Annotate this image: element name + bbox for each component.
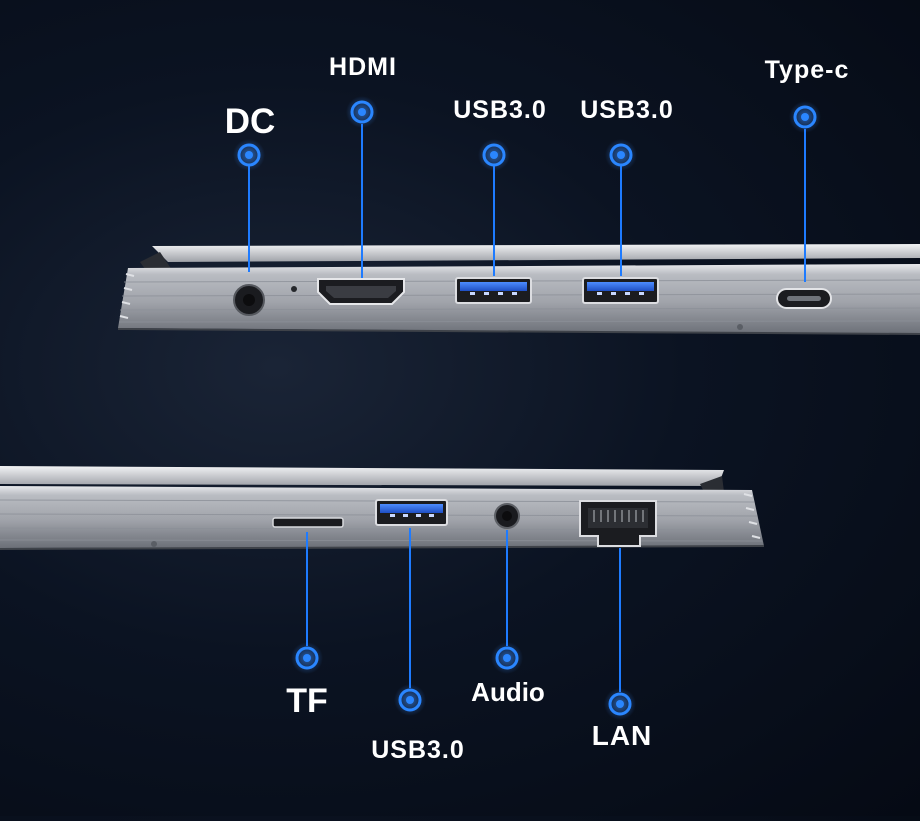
callout-dot-lan	[604, 688, 636, 720]
callout-dot-usb-3	[394, 684, 426, 716]
label-lan: LAN	[591, 720, 653, 751]
audio-jack-icon	[494, 503, 520, 529]
callout-lines	[248, 124, 806, 692]
laptop-right-side	[0, 466, 765, 550]
usb-a-port-icon	[582, 277, 659, 304]
label-usb3-3: USB3.0	[371, 736, 465, 764]
label-hdmi: HDMI	[329, 53, 397, 81]
usb-a-port-icon	[375, 499, 448, 526]
label-usb3-2: USB3.0	[580, 96, 674, 124]
hdmi-port-icon	[317, 278, 405, 305]
callout-dot-type-c	[789, 101, 821, 133]
ethernet-port-icon	[579, 500, 657, 547]
callout-dot-dc	[233, 139, 265, 171]
callout-dot-usb-2	[605, 139, 637, 171]
dc-jack-icon	[233, 284, 265, 316]
label-type-c: Type-c	[764, 56, 850, 84]
usb-a-port-icon	[455, 277, 532, 304]
callout-dot-tf	[291, 642, 323, 674]
callout-dots	[233, 96, 821, 720]
label-usb3-1: USB3.0	[453, 96, 547, 124]
callout-dot-audio	[491, 642, 523, 674]
callout-dot-hdmi	[346, 96, 378, 128]
callout-dot-usb-1	[478, 139, 510, 171]
tf-card-slot-icon	[272, 517, 344, 528]
indicator-led	[291, 286, 297, 292]
usb-c-port-icon	[776, 288, 832, 309]
label-dc: DC	[224, 102, 276, 141]
label-tf: TF	[286, 682, 328, 720]
label-audio: Audio	[471, 677, 545, 707]
laptop-left-side	[117, 244, 920, 335]
